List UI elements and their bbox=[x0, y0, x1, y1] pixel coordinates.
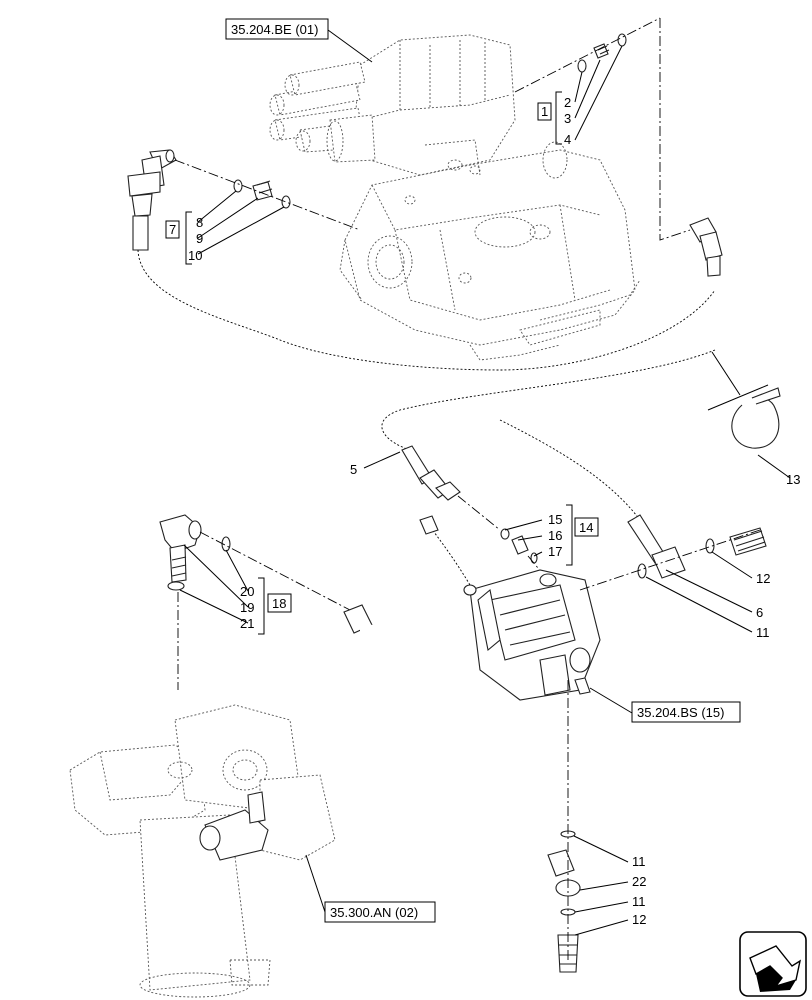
plug-12a bbox=[729, 527, 767, 556]
callout-11-top: 11 bbox=[756, 625, 770, 640]
callout-4: 4 bbox=[564, 132, 571, 147]
callout-9: 9 bbox=[196, 231, 203, 246]
control-valve-block bbox=[269, 34, 516, 176]
break-symbol bbox=[707, 351, 769, 411]
callout-15: 15 bbox=[548, 512, 562, 527]
callout-3: 3 bbox=[564, 111, 571, 126]
callout-16: 16 bbox=[548, 528, 562, 543]
callout-11-low: 11 bbox=[632, 894, 646, 909]
o-ring-15 bbox=[500, 528, 510, 540]
ref-top-text: 35.204.BE (01) bbox=[231, 22, 318, 37]
o-ring-11b bbox=[705, 538, 715, 554]
cable-tie-13 bbox=[731, 387, 781, 449]
callout-21: 21 bbox=[240, 616, 254, 631]
callout-2: 2 bbox=[564, 95, 571, 110]
fitting-group-right bbox=[579, 514, 767, 591]
callout-5: 5 bbox=[350, 462, 357, 477]
hose-route-to-6 bbox=[499, 419, 641, 521]
navigation-arrow-icon[interactable] bbox=[739, 931, 807, 997]
hose-elbow-right bbox=[659, 18, 723, 277]
ref-box-pump[interactable]: 35.300.AN (02) bbox=[324, 901, 436, 923]
hose-route-upper bbox=[137, 249, 716, 371]
ref-box-top[interactable]: 35.204.BE (01) bbox=[225, 18, 329, 40]
elbow-fitting-19 bbox=[159, 514, 351, 690]
transmission-housing bbox=[339, 141, 641, 361]
callout-19: 19 bbox=[240, 600, 254, 615]
group-1-text: 1 bbox=[541, 104, 548, 119]
o-ring-21 bbox=[167, 581, 185, 591]
callout-22: 22 bbox=[632, 874, 646, 889]
group-14-text: 14 bbox=[579, 520, 593, 535]
callout-17: 17 bbox=[548, 544, 562, 559]
callout-10: 10 bbox=[188, 248, 202, 263]
group-18-text: 18 bbox=[272, 596, 286, 611]
callout-6: 6 bbox=[756, 605, 763, 620]
group-box-14[interactable]: 14 bbox=[574, 517, 599, 537]
ref-pump-text: 35.300.AN (02) bbox=[330, 905, 418, 920]
fitting-group-1 bbox=[514, 17, 661, 93]
group-brackets bbox=[185, 91, 573, 635]
o-ring-8 bbox=[233, 179, 243, 193]
o-ring-11a bbox=[637, 563, 647, 579]
group-box-1[interactable]: 1 bbox=[537, 102, 552, 121]
callout-13: 13 bbox=[786, 472, 800, 487]
callouts: 2 3 4 8 9 10 5 13 15 16 17 20 19 21 12 6… bbox=[188, 95, 800, 927]
hose-elbow-left bbox=[127, 149, 177, 251]
adapter-16 bbox=[511, 535, 529, 555]
group-7-text: 7 bbox=[169, 222, 176, 237]
hose-22 bbox=[343, 604, 581, 973]
leader-lines bbox=[179, 29, 791, 936]
fitting-group-7 bbox=[174, 159, 361, 231]
hose-route-mid bbox=[381, 349, 716, 451]
callout-8: 8 bbox=[196, 215, 203, 230]
o-ring-4 bbox=[617, 33, 627, 47]
pump-housing bbox=[69, 704, 336, 998]
group-box-18[interactable]: 18 bbox=[267, 593, 292, 613]
callout-12-top: 12 bbox=[756, 571, 770, 586]
o-ring-2 bbox=[577, 59, 587, 73]
callout-12-low: 12 bbox=[632, 912, 646, 927]
hose-5 bbox=[401, 445, 501, 531]
callout-20: 20 bbox=[240, 584, 254, 599]
group-box-7[interactable]: 7 bbox=[165, 220, 180, 239]
ref-valve-text: 35.204.BS (15) bbox=[637, 705, 724, 720]
ref-box-valve[interactable]: 35.204.BS (15) bbox=[631, 701, 741, 723]
callout-11-mid: 11 bbox=[632, 854, 646, 869]
o-ring-10 bbox=[281, 195, 291, 209]
valve-section bbox=[419, 515, 601, 701]
